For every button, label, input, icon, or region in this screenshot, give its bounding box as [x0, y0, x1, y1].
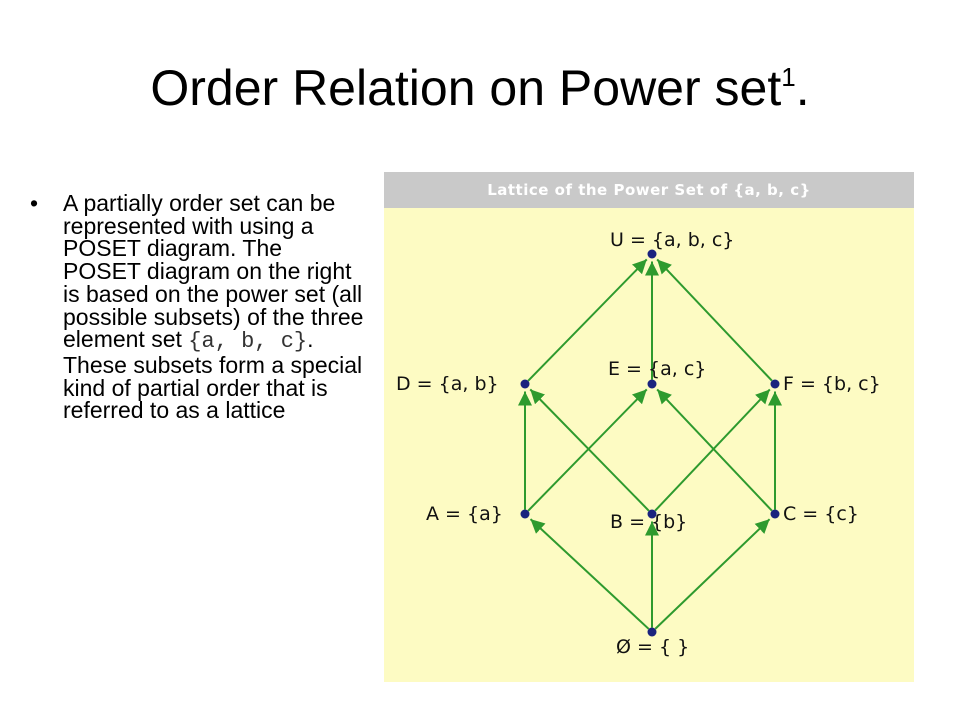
node-label-U: U = {a, b, c} [610, 229, 734, 251]
edge-B-to-D [529, 388, 650, 512]
node-A [520, 509, 530, 519]
edge-A-to-E [527, 388, 648, 512]
node-label-F: F = {b, c} [783, 373, 881, 395]
node-D [520, 379, 530, 389]
slide-title-text: Order Relation on Power set [150, 60, 782, 116]
node-label-E: E = {a, c} [608, 358, 706, 380]
node-B [647, 509, 657, 519]
edge-B-to-F [654, 388, 771, 512]
edge-C-to-E [656, 388, 773, 512]
node-U [647, 249, 657, 259]
node-E [647, 379, 657, 389]
node-label-B: B = {b} [610, 511, 687, 533]
edge-O-to-A [529, 518, 650, 630]
lattice-edges [518, 258, 782, 630]
node-C [770, 509, 780, 519]
edge-O-to-C [654, 518, 771, 630]
node-label-C: C = {c} [783, 503, 859, 525]
node-label-A: A = {a} [426, 503, 503, 525]
title-superscript: 1 [781, 62, 796, 92]
lattice-figure: Lattice of the Power Set of {a, b, c} U … [384, 172, 914, 682]
bullet-dot-icon: • [30, 190, 39, 216]
bullet-text-end: . These subsets form a special kind of p… [63, 326, 363, 424]
edge-F-to-U [656, 258, 773, 382]
node-label-O: Ø = { } [616, 636, 689, 658]
bullet-text-main: A partially order set can be represented… [63, 190, 364, 353]
bullet-text: A partially order set can be represented… [63, 190, 365, 424]
lattice-nodes [520, 249, 780, 637]
edge-D-to-U [527, 258, 648, 382]
lattice-labels: U = {a, b, c} D = {a, b} E = {a, c} F = {b,… [396, 229, 881, 658]
node-F [770, 379, 780, 389]
lattice-diagram: U = {a, b, c} D = {a, b} E = {a, c} F = {b,… [396, 229, 881, 658]
title-suffix: . [795, 60, 810, 116]
node-label-D: D = {a, b} [396, 373, 499, 395]
node-O [647, 627, 657, 637]
bullet-item: • A partially order set can be represent… [30, 190, 365, 424]
figure-header: Lattice of the Power Set of {a, b, c} [384, 172, 914, 208]
slide-title: Order Relation on Power set1. [0, 58, 960, 118]
set-code: {a, b, c} [188, 329, 308, 355]
